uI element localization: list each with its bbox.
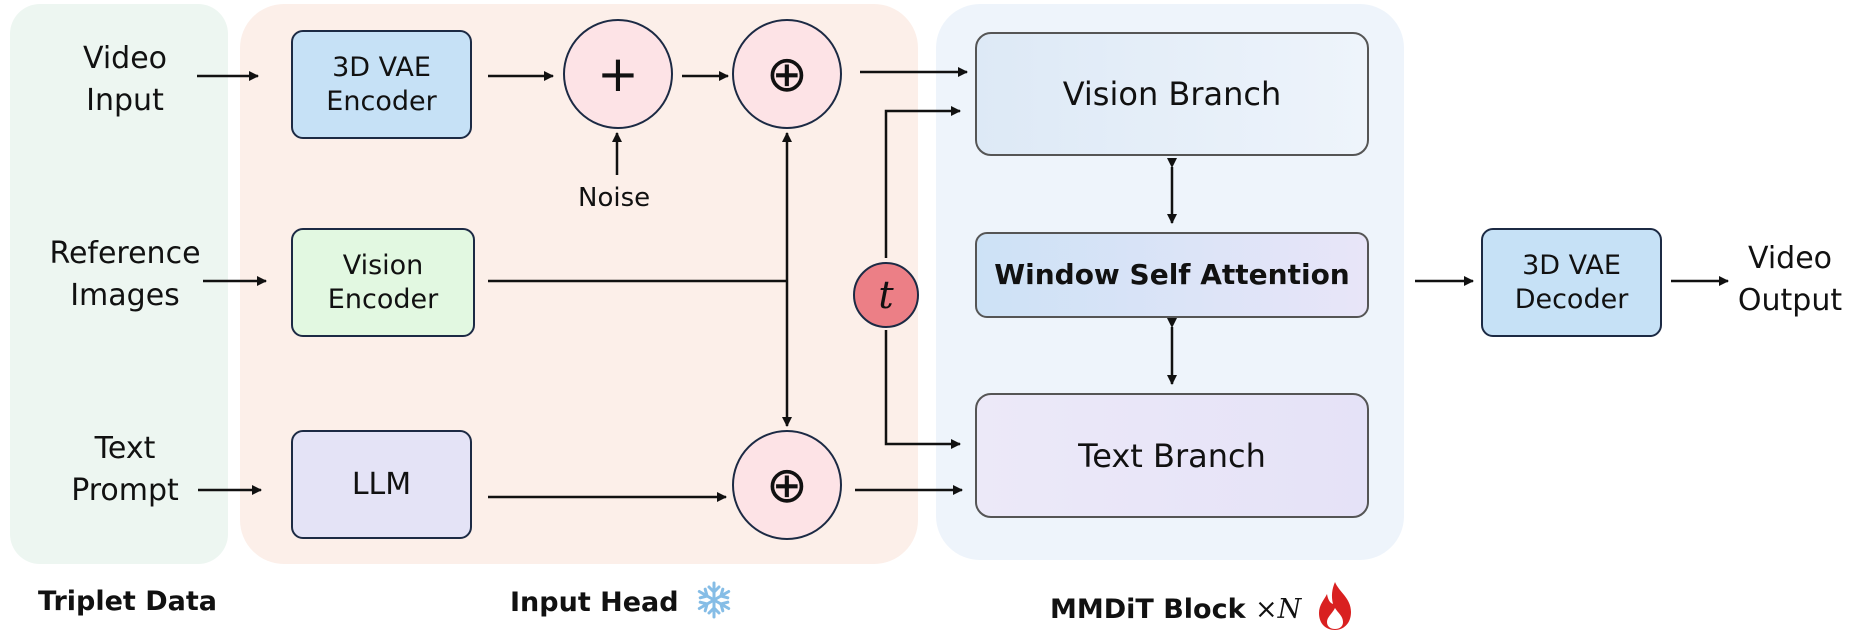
input-head-caption-text: Input Head (510, 587, 679, 618)
vae-decoder-box: 3D VAE Decoder (1481, 228, 1662, 337)
triplet-data-region (10, 4, 228, 564)
times-symbol: × (1254, 594, 1278, 625)
video-input-label: Video Input (82, 41, 168, 118)
noise-add-circle: + (563, 19, 673, 129)
flame-icon (1318, 582, 1351, 630)
timestep-circle: t (853, 262, 919, 328)
text-branch-box: Text Branch (975, 393, 1369, 518)
window-self-attention-box: Window Self Attention (975, 232, 1369, 318)
mmdit-caption: MMDiT Block ×N (1050, 580, 1355, 632)
snowflake-icon (697, 581, 731, 619)
vision-encoder-box: Vision Encoder (291, 228, 475, 337)
n-symbol: N (1277, 594, 1302, 625)
vae-encoder-box: 3D VAE Encoder (291, 30, 472, 139)
text-prompt-label: Text Prompt (71, 431, 179, 508)
reference-images-label: Reference Images (49, 236, 201, 313)
video-output-label: Video Output (1737, 241, 1843, 318)
input-head-caption: Input Head (510, 580, 734, 620)
mmdit-caption-text: MMDiT Block (1050, 594, 1246, 625)
concat-circle-bottom: ⊕ (732, 430, 842, 540)
arrow-timestep-to-text-branch (884, 330, 961, 449)
vision-branch-box: Vision Branch (975, 32, 1369, 156)
mmdit-multiplier: ×N (1255, 594, 1301, 625)
noise-label: Noise (578, 183, 651, 213)
arrow-timestep-to-vision-branch (884, 106, 961, 258)
llm-box: LLM (291, 430, 472, 539)
triplet-data-caption: Triplet Data (38, 586, 217, 617)
concat-circle-top: ⊕ (732, 19, 842, 129)
